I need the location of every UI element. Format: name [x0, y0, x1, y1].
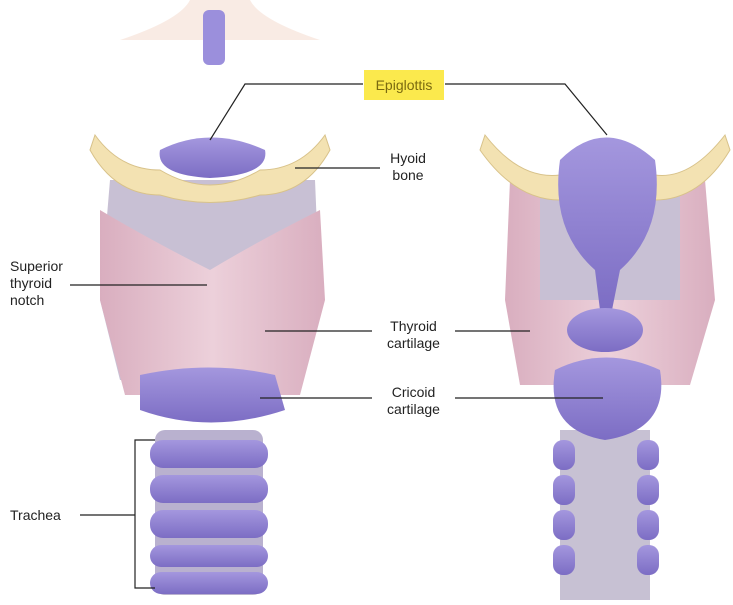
label-line: notch: [10, 292, 45, 308]
label-superior-thyroid-notch: Superior thyroid notch: [10, 258, 63, 309]
neck-thumbnail: [120, 0, 320, 65]
leader-lines: [70, 83, 608, 589]
label-line: bone: [392, 167, 424, 183]
label-line: Thyroid: [390, 318, 437, 334]
label-line: Cricoid: [391, 384, 436, 400]
larynx-posterior-view: [479, 133, 731, 600]
label-thyroid-cartilage: Thyroid cartilage: [372, 318, 455, 352]
label-cricoid-cartilage: Cricoid cartilage: [372, 384, 455, 418]
label-trachea: Trachea: [10, 507, 61, 523]
label-line: Superior: [10, 258, 63, 274]
label-hyoid-bone: Hyoid bone: [378, 150, 438, 184]
label-line: Hyoid: [390, 150, 426, 166]
larynx-anterior-view: [89, 133, 331, 595]
label-line: thyroid: [10, 275, 53, 291]
label-epiglottis: Epiglottis: [364, 70, 444, 100]
label-line: cartilage: [387, 335, 440, 351]
label-line: cartilage: [387, 401, 440, 417]
